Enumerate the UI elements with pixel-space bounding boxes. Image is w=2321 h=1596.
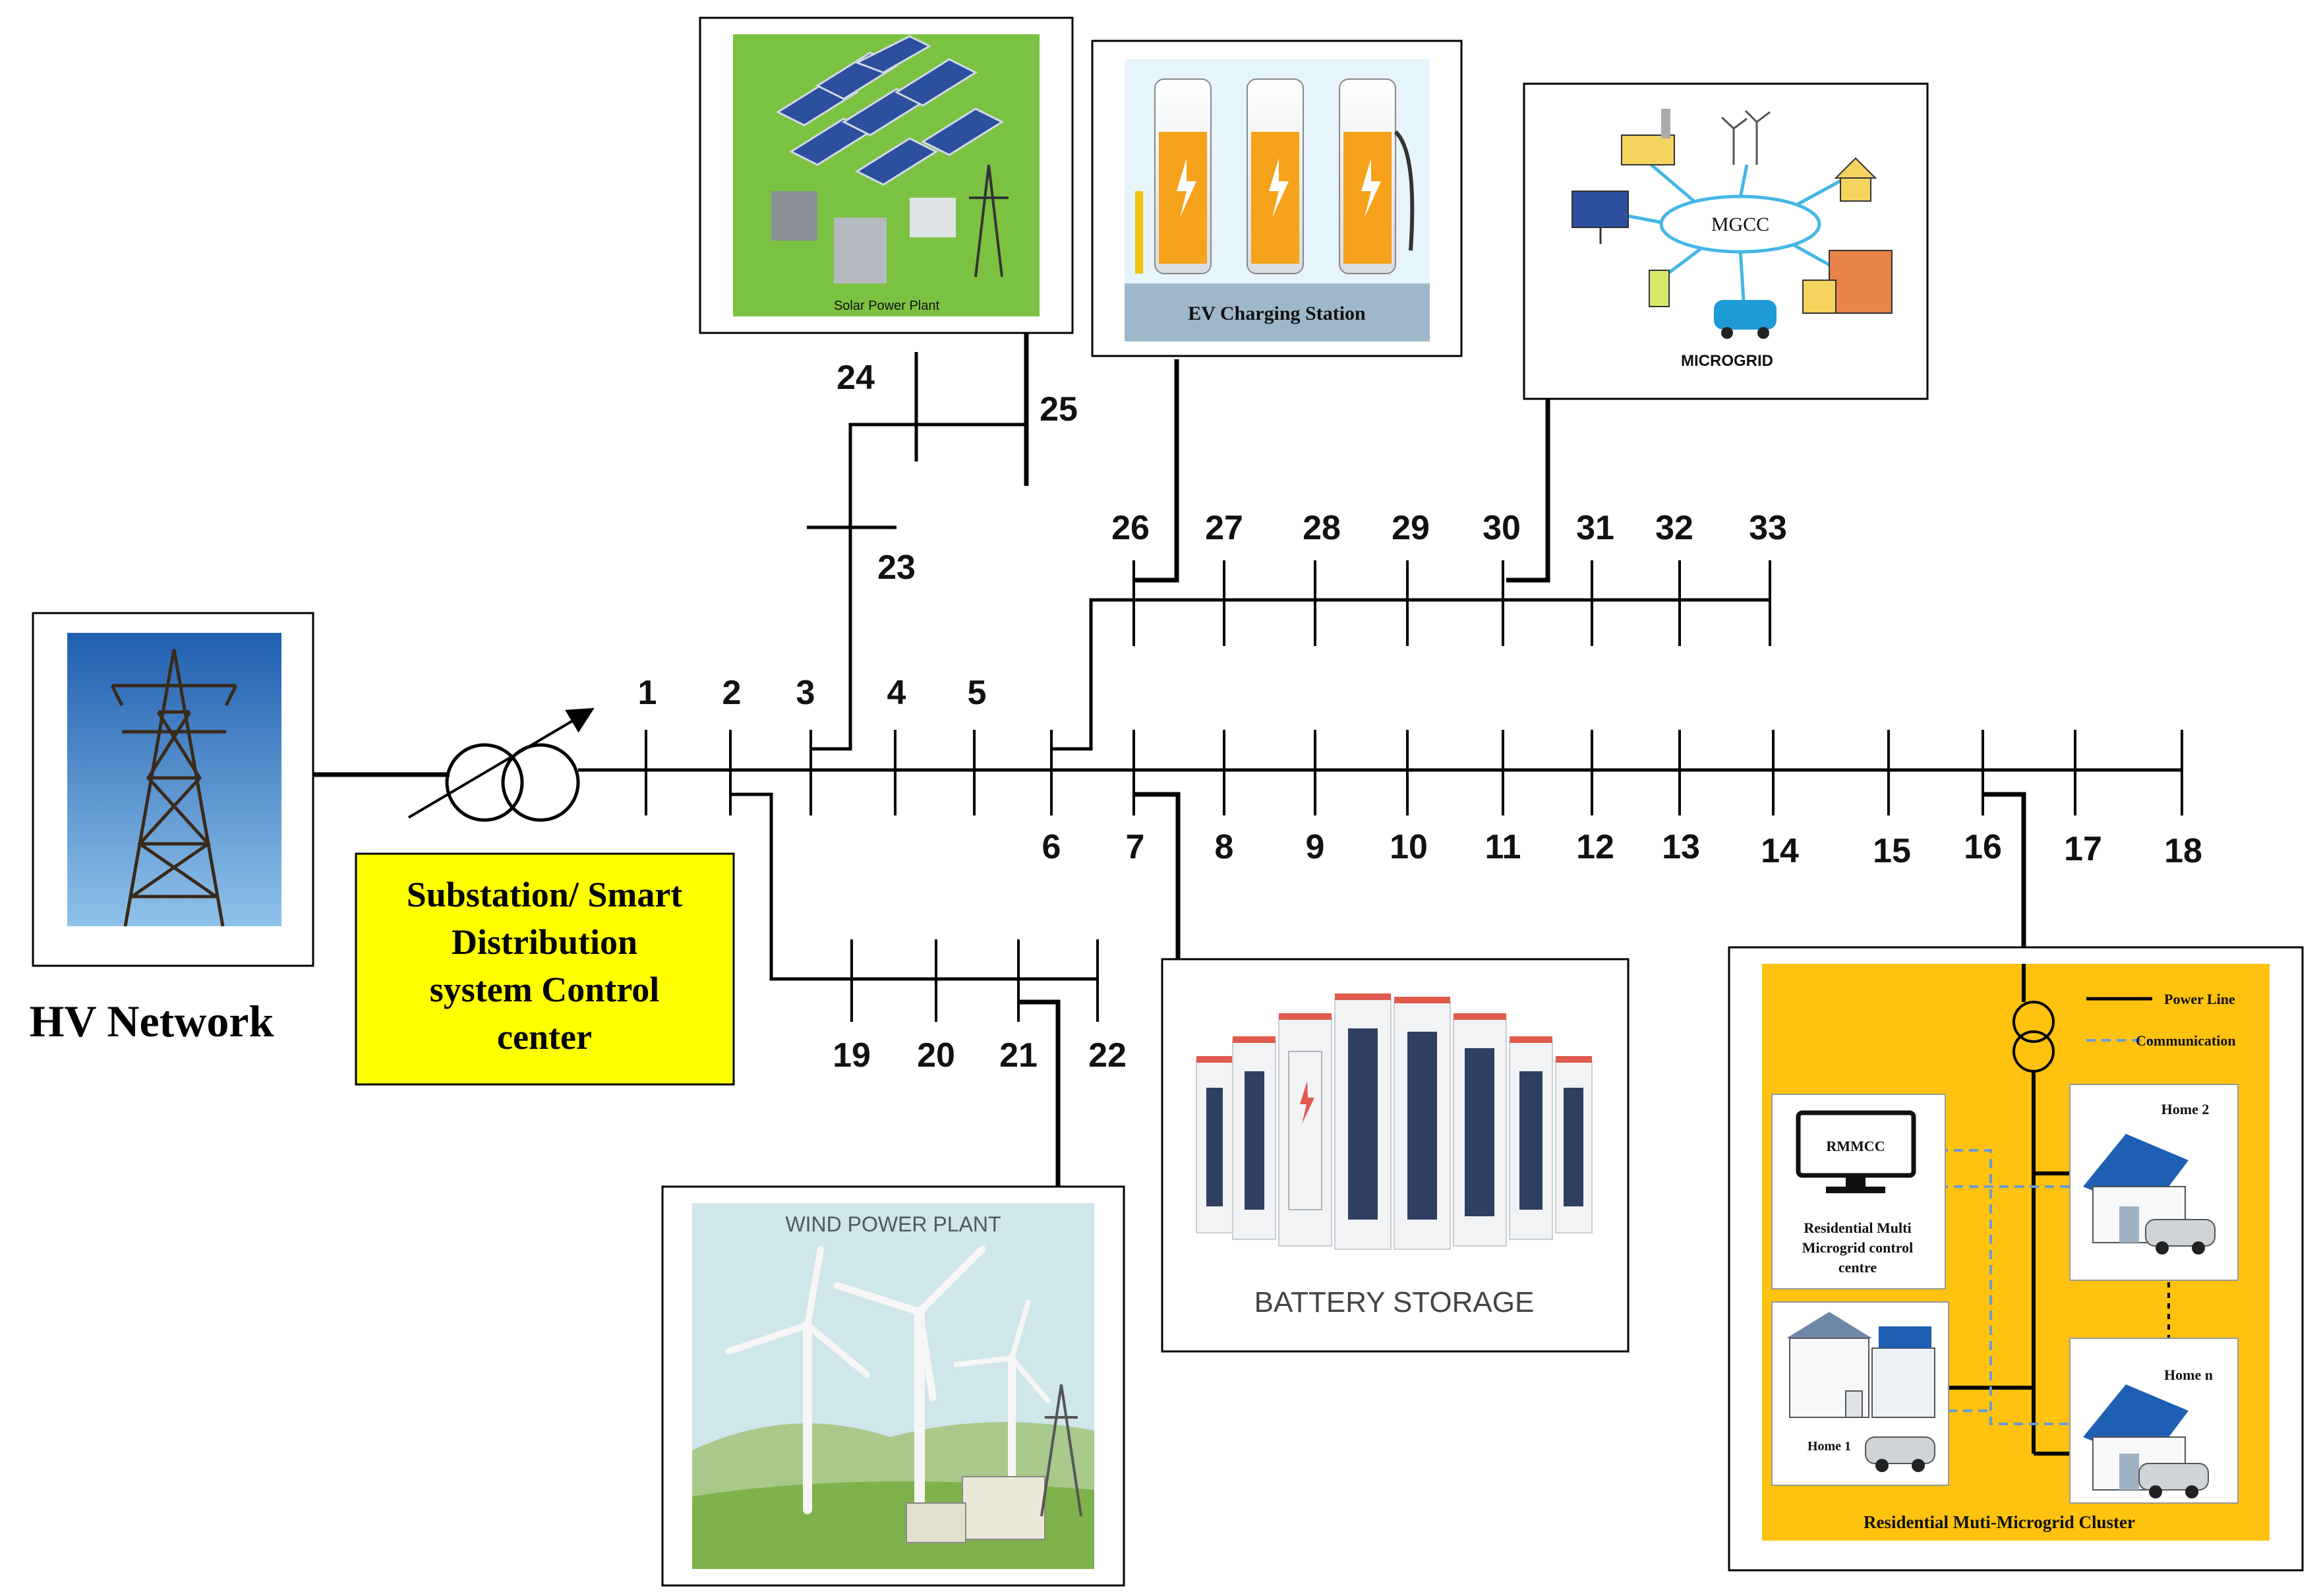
residential-cluster-panel: Power Line Communication RMMCC Residenti… xyxy=(1728,946,2304,1572)
rmmcc-desc-1: Residential Multi xyxy=(1804,1220,1911,1236)
bus-label-6: 6 xyxy=(1042,828,1061,866)
electric-car-icon xyxy=(1714,300,1777,339)
ev-charger-icons xyxy=(1135,78,1415,274)
rmmcc-desc-3: centre xyxy=(1838,1259,1877,1276)
control-center-line-1: Substation/ Smart xyxy=(407,875,683,914)
home-1-label: Home 1 xyxy=(1807,1439,1851,1454)
bus-label-5: 5 xyxy=(968,674,987,712)
hv-network-panel xyxy=(32,612,314,967)
bus-label-25: 25 xyxy=(1040,390,1078,429)
bus-label-11: 11 xyxy=(1485,828,1521,866)
bus-label-10: 10 xyxy=(1390,828,1428,866)
bus-label-4: 4 xyxy=(887,674,906,712)
battery-rack-icons xyxy=(1196,993,1593,1250)
lateral-19-22-labels: 19 20 21 22 xyxy=(833,1036,1127,1075)
hv-network-label: HV Network xyxy=(30,996,274,1046)
lateral-26-33-ticks xyxy=(1132,560,1771,646)
bus-label-2: 2 xyxy=(722,674,742,712)
control-center-line-4: center xyxy=(497,1017,592,1057)
home-1-car-icon xyxy=(1865,1436,1935,1472)
house-icon xyxy=(1834,157,1877,202)
feeder-wiring xyxy=(578,330,2182,1187)
ev-caption: EV Charging Station xyxy=(1188,303,1366,324)
bus-label-1: 1 xyxy=(638,674,657,712)
bus-label-3: 3 xyxy=(796,674,815,712)
bus-label-14: 14 xyxy=(1761,832,1799,870)
wind-turbines-icon xyxy=(1720,109,1771,165)
lateral-19-22-ticks xyxy=(850,939,1099,1022)
home-2-label: Home 2 xyxy=(2161,1101,2210,1117)
bus-label-26: 26 xyxy=(1111,509,1150,547)
bus-label-7: 7 xyxy=(1126,828,1145,866)
bus-label-33: 33 xyxy=(1749,509,1787,547)
bus-label-30: 30 xyxy=(1483,509,1521,547)
cluster-caption: Residential Muti-Microgrid Cluster xyxy=(1864,1512,2135,1532)
solar-panels-icon xyxy=(775,35,1005,186)
wind-turbine-icons xyxy=(725,1245,1051,1528)
legend-power-line: Power Line xyxy=(2164,991,2235,1007)
bus-label-23: 23 xyxy=(877,548,916,587)
rmmcc-box: RMMCC Residential Multi Microgrid contro… xyxy=(1771,1094,1946,1289)
home-n-label: Home n xyxy=(2164,1367,2213,1383)
cluster-communication-lines xyxy=(1908,1149,2070,1425)
bus-label-9: 9 xyxy=(1306,828,1325,866)
mgcc-label: MGCC xyxy=(1711,214,1769,235)
battery-caption: BATTERY STORAGE xyxy=(1254,1286,1535,1318)
home-2-car-icon xyxy=(2145,1219,2216,1255)
bus-label-16: 16 xyxy=(1964,828,2002,866)
rmmcc-label: RMMCC xyxy=(1826,1138,1885,1154)
control-center-line-3: system Control xyxy=(430,970,659,1009)
bus-label-15: 15 xyxy=(1873,832,1911,870)
bus-label-17: 17 xyxy=(2064,830,2102,868)
bus-label-29: 29 xyxy=(1392,509,1430,547)
home-2-box: Home 2 xyxy=(2069,1084,2239,1281)
solar-caption: Solar Power Plant xyxy=(834,299,940,313)
main-bus-ticks xyxy=(645,730,2183,815)
cluster-legend: Power Line Communication xyxy=(2086,991,2236,1049)
control-center-box: Substation/ Smart Distribution system Co… xyxy=(355,852,735,1086)
bus-label-32: 32 xyxy=(1655,509,1693,547)
bus-label-22: 22 xyxy=(1088,1036,1127,1075)
microgrid-panel: MGCC MICROGRID xyxy=(1523,82,1929,400)
bus-label-24: 24 xyxy=(837,359,875,397)
transmission-tower-icon xyxy=(110,649,238,927)
legend-communication: Communication xyxy=(2136,1032,2236,1049)
cluster-transformer-icon xyxy=(2013,1001,2055,1043)
battery-storage-panel: BATTERY STORAGE xyxy=(1161,958,1630,1353)
bus-label-18: 18 xyxy=(2164,832,2202,870)
wind-caption: WIND POWER PLANT xyxy=(785,1212,1001,1236)
factory-icon xyxy=(1621,109,1675,165)
wind-power-plant-panel: WIND POWER PLANT xyxy=(661,1185,1125,1587)
bus-label-8: 8 xyxy=(1215,828,1234,866)
bus-label-27: 27 xyxy=(1205,509,1243,547)
bus-label-19: 19 xyxy=(833,1036,871,1075)
bus-label-13: 13 xyxy=(1662,828,1700,866)
home-n-car-icon xyxy=(2138,1463,2209,1498)
substation-transformer-icon xyxy=(407,707,595,822)
home-1-box: Home 1 xyxy=(1771,1301,1949,1486)
bus-label-20: 20 xyxy=(917,1036,955,1075)
control-center-line-2: Distribution xyxy=(452,922,637,962)
mgcc-node xyxy=(1659,194,1821,254)
inverter-building-icon xyxy=(771,164,1009,283)
microgrid-caption: MICROGRID xyxy=(1681,352,1773,370)
rmmcc-desc-2: Microgrid control xyxy=(1802,1239,1913,1256)
ev-charging-station-panel: EV Charging Station xyxy=(1091,40,1463,357)
solar-module-icon xyxy=(1572,191,1629,244)
bus-label-31: 31 xyxy=(1576,509,1614,547)
home-1-house-icon xyxy=(1786,1312,1935,1418)
substation-building-icon xyxy=(906,1384,1082,1543)
battery-icon xyxy=(1649,270,1670,307)
bus-label-12: 12 xyxy=(1576,828,1614,866)
solar-power-plant-panel: Solar Power Plant xyxy=(699,16,1074,334)
lateral-23-25-labels: 23 24 25 xyxy=(837,359,1078,587)
buildings-icon xyxy=(1802,250,1893,314)
bus-label-21: 21 xyxy=(999,1036,1038,1075)
home-n-box: Home n xyxy=(2069,1338,2239,1504)
bus-label-28: 28 xyxy=(1303,509,1341,547)
lateral-26-33-labels: 26 27 28 29 30 31 32 33 xyxy=(1111,509,1787,547)
main-bus-labels: 1 2 3 4 5 6 7 8 9 10 11 12 13 14 15 16 1… xyxy=(638,674,2202,870)
